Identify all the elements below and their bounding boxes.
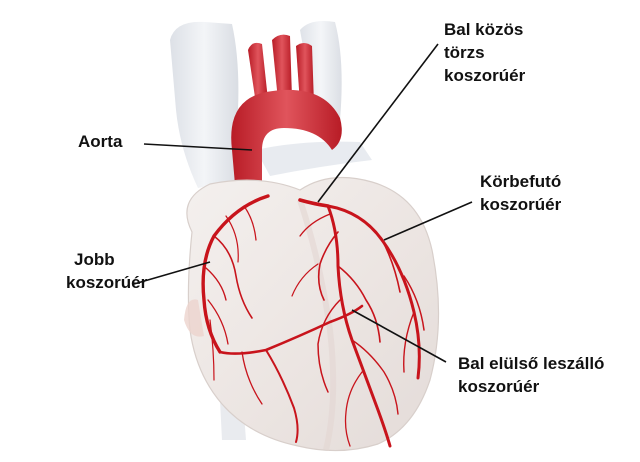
label-aorta-line-1: Aorta (78, 130, 122, 153)
label-lad-line-1: Bal elülső leszálló (458, 352, 604, 375)
label-left-main-line-3: koszorúér (444, 64, 525, 87)
label-lad-line-2: koszorúér (458, 375, 604, 398)
label-circumflex-coronary: Körbefutó koszorúér (480, 170, 561, 216)
label-left-anterior-descending: Bal elülső leszálló koszorúér (458, 352, 604, 398)
label-aorta: Aorta (78, 130, 122, 153)
label-right-coronary-line-1: Jobb (66, 248, 147, 271)
label-circumflex-line-1: Körbefutó (480, 170, 561, 193)
label-left-main-line-2: törzs (444, 41, 525, 64)
label-right-coronary-line-2: koszorúér (66, 271, 147, 294)
label-circumflex-line-2: koszorúér (480, 193, 561, 216)
label-left-main-coronary: Bal közös törzs koszorúér (444, 18, 525, 87)
label-left-main-line-1: Bal közös (444, 18, 525, 41)
label-right-coronary: Jobb koszorúér (66, 248, 147, 294)
